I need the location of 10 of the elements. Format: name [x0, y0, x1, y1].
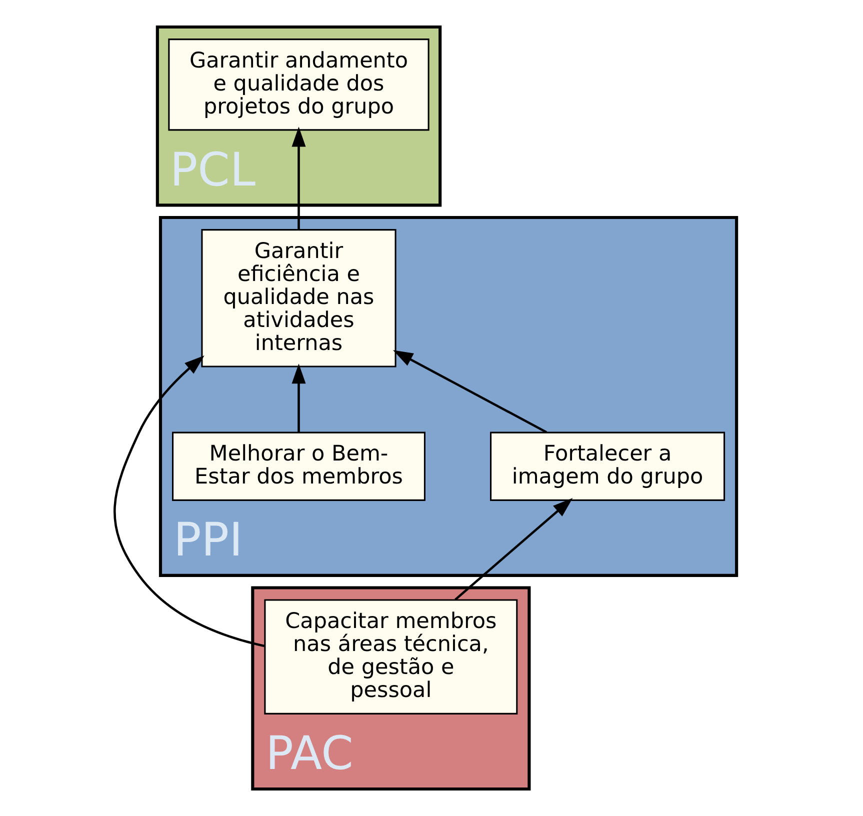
arrow [114, 356, 265, 648]
arrow [292, 126, 306, 230]
node-box: Garantir eficiência e qualidade nas atividades internas [201, 229, 396, 368]
arrow [292, 364, 306, 432]
node-box: Capacitar membros nas áreas técnica, de gestão e pessoal [264, 599, 518, 714]
node-box: Fortalecer a imagem do grupo [490, 432, 726, 501]
node-box: Melhorar o Bem-Estar dos membros [172, 432, 426, 501]
arrow [393, 350, 548, 434]
arrow [454, 498, 573, 600]
node-box: Garantir andamento e qualidade dos projetos do grupo [168, 38, 430, 131]
